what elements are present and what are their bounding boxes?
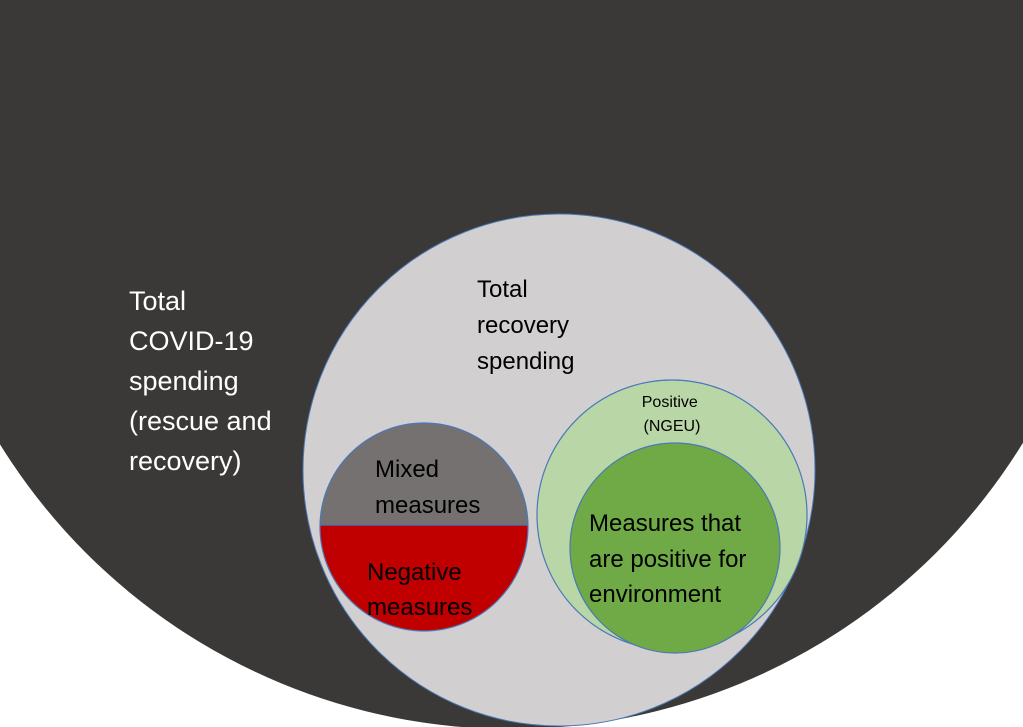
total-covid-label: Total COVID-19 spending (rescue and reco… bbox=[129, 286, 279, 476]
positive-environment-circle bbox=[569, 442, 781, 654]
positive-ngeu-label: Positive (NGEU) bbox=[642, 394, 702, 435]
positive-environment-label: Measures that are positive for environme… bbox=[589, 510, 753, 608]
mixed-negative-circle-outline bbox=[319, 422, 529, 632]
negative-measures-label: Negative measures bbox=[367, 559, 472, 621]
total-recovery-label: Total recovery spending bbox=[477, 276, 576, 375]
mixed-measures-label: Mixed measures bbox=[375, 456, 480, 519]
